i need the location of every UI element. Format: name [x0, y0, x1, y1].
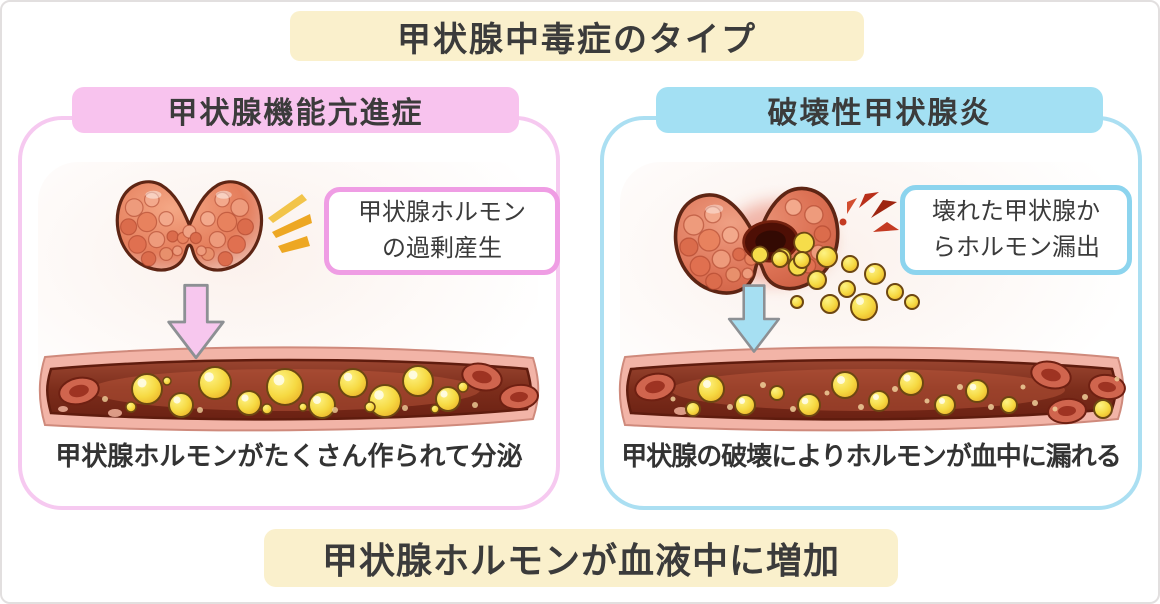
left-callout-line1: 甲状腺ホルモン [358, 199, 526, 226]
leaking-hormone-droplets-icon [771, 246, 920, 321]
blood-vessel-illustration [38, 346, 540, 432]
page-title: 甲状腺中毒症のタイプ [397, 20, 757, 59]
red-blood-cells [58, 362, 539, 417]
right-callout-line1: 壊れた甲状腺か [932, 198, 1100, 225]
right-panel-header: 破壊性甲状腺炎 [656, 87, 1103, 133]
footer-text: 甲状腺ホルモンが血液中に増加 [321, 540, 840, 581]
thyroid-gland-icon [115, 180, 264, 272]
title-banner: 甲状腺中毒症のタイプ [290, 11, 864, 61]
right-callout-line2: らホルモン漏出 [932, 234, 1100, 261]
blood-vessel-illustration [618, 346, 1126, 432]
pink-down-arrow-icon [167, 283, 225, 360]
right-caption: 甲状腺の破壊によりホルモンが血中に漏れる [621, 441, 1121, 471]
hormone-droplets [125, 365, 469, 419]
left-caption: 甲状腺ホルモンがたくさん作られて分泌 [55, 441, 523, 471]
footer-banner: 甲状腺ホルモンが血液中に増加 [264, 529, 898, 587]
right-panel-title: 破壊性甲状腺炎 [767, 97, 992, 130]
hormone-droplets [685, 370, 1113, 419]
left-callout: 甲状腺ホルモン の過剰産生 [324, 187, 560, 275]
left-panel-title: 甲状腺機能亢進症 [167, 97, 424, 130]
emphasis-rays-icon [268, 194, 312, 253]
left-panel-header: 甲状腺機能亢進症 [72, 87, 519, 133]
red-burst-marks-icon [839, 192, 899, 232]
blue-down-arrow-icon [727, 284, 781, 353]
right-callout: 壊れた甲状腺か らホルモン漏出 [900, 185, 1132, 275]
left-callout-line2: の過剰産生 [382, 235, 502, 262]
